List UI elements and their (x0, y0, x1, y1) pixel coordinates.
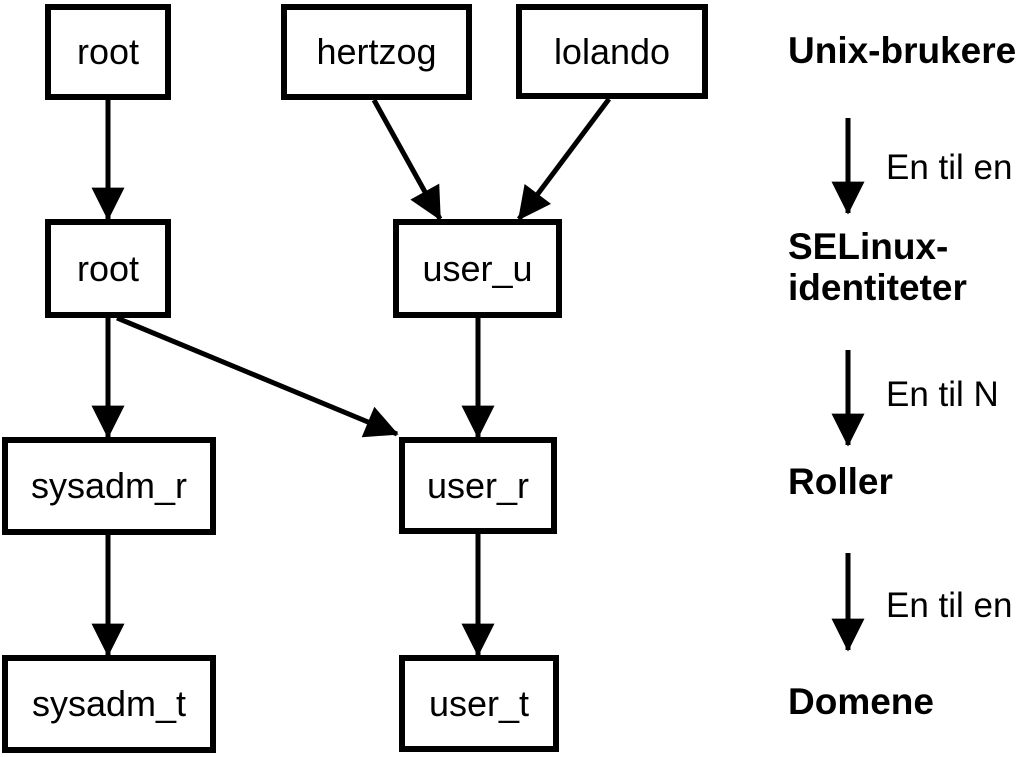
node-identity-root: root (45, 219, 171, 318)
legend-level-roles: Roller (788, 461, 893, 502)
node-label: user_t (428, 682, 530, 724)
node-label: sysadm_r (30, 465, 188, 506)
legend-level-unix-users: Unix-brukere (788, 30, 1017, 71)
node-domain-sysadm-t: sysadm_t (2, 655, 216, 753)
legend-mapping-one-to-one-1: En til en (886, 148, 1013, 187)
node-unix-root: root (45, 4, 171, 100)
node-label: root (76, 31, 140, 72)
node-unix-lolando: lolando (516, 4, 708, 99)
legend-level-selinux-line1: SELinux- (788, 226, 949, 267)
edge-identity-root-to-user-r (116, 315, 399, 438)
node-role-sysadm-r: sysadm_r (2, 437, 216, 535)
node-label: user_r (426, 464, 530, 506)
node-label: root (76, 247, 140, 289)
node-domain-user-t: user_t (399, 655, 559, 752)
node-label: hertzog (316, 31, 437, 72)
legend-level-selinux-line2: identiteter (788, 267, 967, 308)
edge-lolando-to-user-u (517, 97, 611, 221)
edge-hertzog-to-user-u (371, 98, 443, 221)
node-label: user_u (422, 247, 533, 289)
node-identity-user-u: user_u (393, 219, 562, 318)
legend-mapping-one-to-one-2: En til en (886, 586, 1013, 625)
node-role-user-r: user_r (399, 437, 557, 534)
node-unix-hertzog: hertzog (281, 4, 472, 100)
legend-level-selinux-identities: SELinux- identiteter (788, 226, 967, 308)
node-label: sysadm_t (31, 683, 187, 724)
node-label: lolando (553, 30, 671, 72)
legend-mapping-one-to-n: En til N (886, 375, 999, 414)
legend-level-domains: Domene (788, 681, 934, 722)
